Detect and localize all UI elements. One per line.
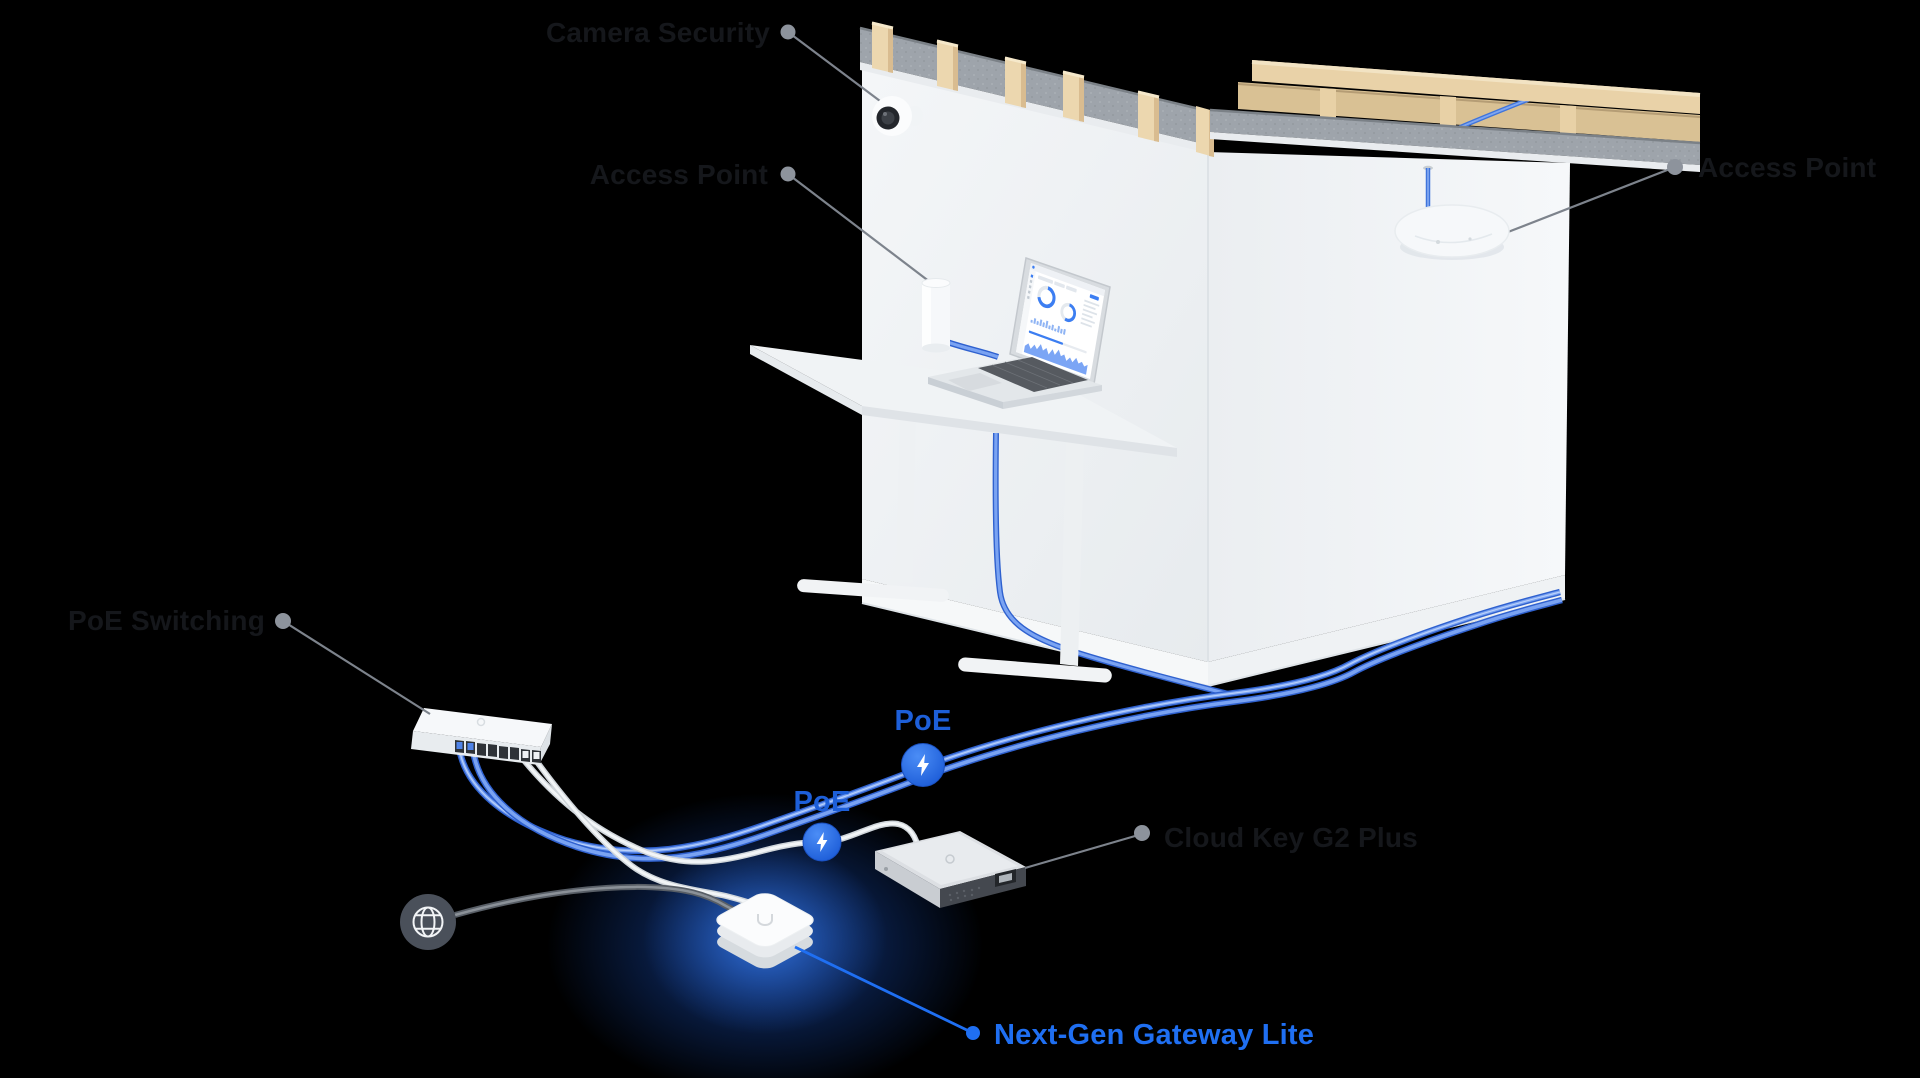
desk-foot-right	[958, 657, 1112, 683]
standing-desk	[750, 345, 1177, 683]
ceiling-ap-label-dot	[1667, 159, 1683, 175]
switch-label-dot	[275, 613, 291, 629]
camera-label-dot	[780, 24, 796, 40]
label-next-gen-gateway: Next-Gen Gateway Lite	[994, 1019, 1315, 1051]
label-access-point-desk: Access Point	[589, 159, 768, 190]
ceiling-access-point-device	[1394, 204, 1510, 260]
cloudkey-left-face	[875, 851, 940, 908]
desk-leg-right	[1060, 442, 1084, 666]
laptop-dashboard	[1015, 263, 1106, 379]
desk-top	[750, 345, 1177, 448]
ceiling-ap-leader-line	[1507, 165, 1676, 234]
desk-ap-leader-line	[787, 173, 931, 283]
laptop-base-edge-right	[1003, 385, 1102, 409]
label-poe-top: PoE	[894, 705, 952, 737]
label-access-point-ceiling: Access Point	[1698, 152, 1877, 183]
desk-leg-left	[896, 413, 916, 583]
laptop-trackpad	[948, 373, 1002, 391]
desk-ap-label-dot	[780, 166, 796, 182]
laptop-base-edge	[928, 377, 1003, 409]
ceiling-framing-right	[1209, 60, 1701, 172]
internet-globe-icon	[400, 894, 456, 950]
label-poe-bottom: PoE	[793, 786, 851, 818]
laptop	[928, 257, 1111, 409]
desk-foot-left	[797, 579, 949, 602]
switch-leader-line	[282, 620, 431, 715]
cloudkey-logo	[945, 854, 955, 864]
cloudkey-speaker-holes	[948, 886, 981, 902]
poe-badge-bottom	[802, 822, 842, 862]
label-poe-switching: PoE Switching	[67, 605, 265, 636]
wall-framing-left	[859, 21, 1214, 157]
camera-leader-line	[787, 31, 885, 105]
wall-leader-lines	[787, 31, 1676, 283]
baseboard-right	[1208, 575, 1565, 686]
desk-front-edge	[862, 406, 1177, 457]
wall-leader-dots	[780, 24, 1683, 182]
label-camera-security: Camera Security	[545, 17, 770, 48]
cloudkey-leader-line	[1024, 832, 1143, 870]
poe-lightning-icon	[917, 754, 929, 776]
desk-left-edge	[750, 345, 862, 415]
gateway-leader-line	[794, 945, 974, 1035]
cloudkey-label-dot	[1134, 825, 1150, 841]
poe-cable-pair	[455, 588, 1563, 862]
wood-studs	[871, 21, 1214, 157]
floor-cables	[454, 588, 1563, 918]
switch-logo	[476, 717, 486, 727]
security-camera-device	[872, 96, 923, 136]
desk-cable-drop	[992, 432, 1229, 697]
switch-ports	[455, 740, 541, 763]
cloud-key-device	[875, 831, 1026, 908]
switch-top	[413, 708, 552, 747]
gateway-logo	[757, 914, 773, 926]
next-gen-gateway-device	[716, 893, 814, 969]
laptop-keyboard	[978, 357, 1088, 392]
poe-switch-device	[411, 708, 552, 765]
poe-badge-top	[901, 743, 945, 787]
switch-side	[539, 724, 552, 765]
desktop-access-point-device	[921, 278, 1000, 360]
wall-right-face	[1208, 152, 1570, 662]
poe-lightning-icon	[816, 832, 828, 852]
label-cloud-key: Cloud Key G2 Plus	[1164, 822, 1418, 853]
floor-leader-lines	[275, 613, 1150, 1040]
gateway-label-dot	[966, 1026, 980, 1040]
switch-front	[411, 731, 541, 765]
building-cutaway	[859, 21, 1701, 688]
